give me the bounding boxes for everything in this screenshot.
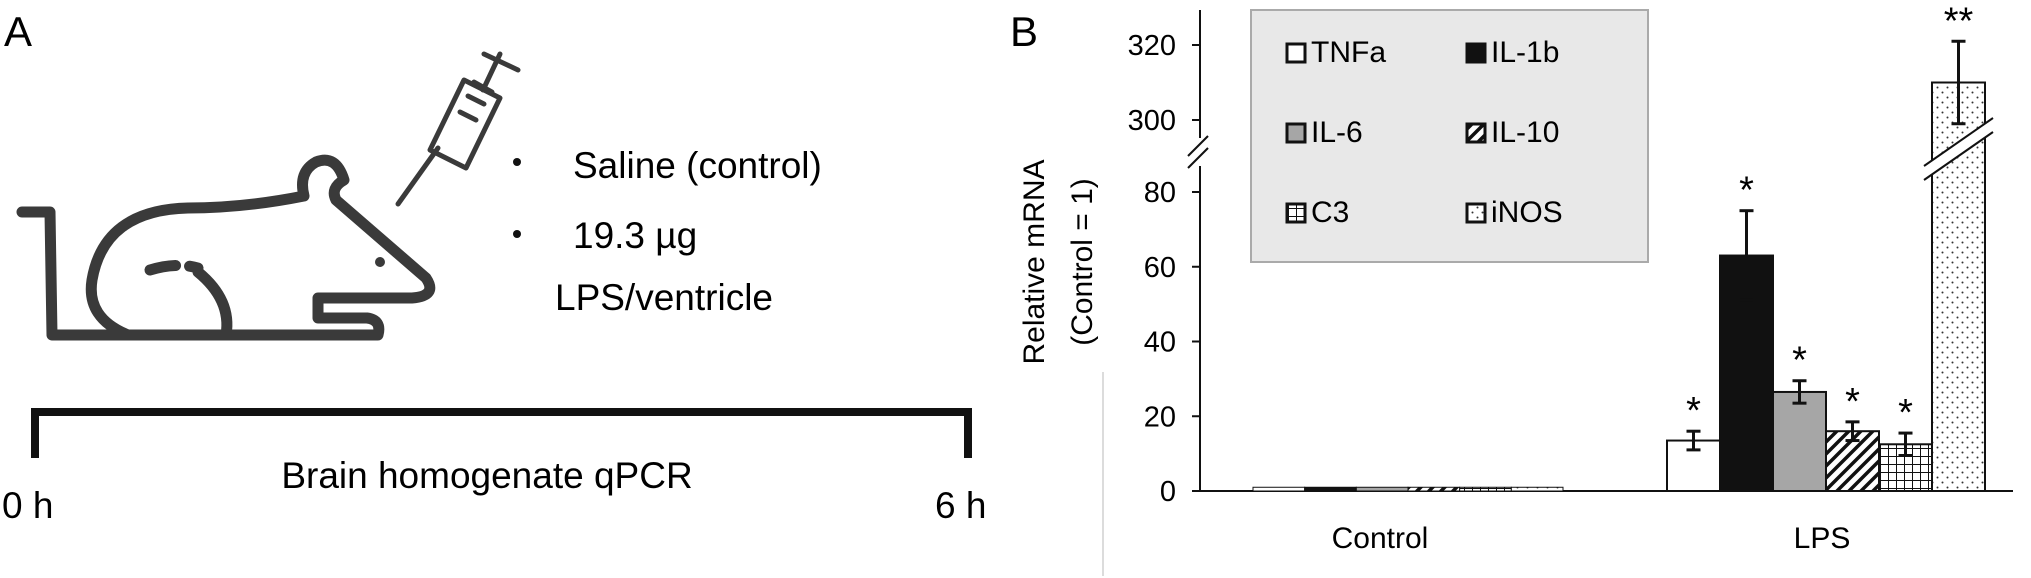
bar-il-10-control [1407,486,1461,492]
legend-label-il-6: IL-6 [1311,116,1363,149]
category-label: LPS [1794,522,1851,555]
bar-tnfa-lps [1666,439,1721,493]
legend-swatch-inos [1465,202,1487,224]
mouse-eye [375,257,385,267]
bullet-lps-ventricle: LPS/ventricle [555,277,773,318]
y-axis-title-line2: (Control = 1) [1066,178,1099,346]
timeline-label: Brain homogenate qPCR [281,455,692,496]
legend-label-il-10: IL-10 [1491,116,1559,149]
significance-marker: * [1898,392,1913,434]
bar-inos-control [1510,486,1564,492]
y-tick-label: 300 [1128,105,1176,137]
legend-swatch-tnfa [1285,42,1307,64]
bullet-dot [513,158,521,166]
timeline-start: 0 h [2,485,53,526]
y-ticks: 0 20 40 60 80 300 320 [1128,30,1200,508]
bar-break-gap [1924,118,1993,180]
y-tick-label: 20 [1144,401,1176,433]
bar-c3-control [1459,486,1512,492]
mouse-icon [16,154,436,341]
legend-label-il-1b: IL-1b [1491,36,1559,69]
bar-tnfa-control [1252,486,1306,492]
legend-swatch-il-1b [1465,42,1487,64]
bullet-saline: Saline (control) [573,145,822,186]
timeline [31,408,972,458]
y-tick-label: 0 [1160,476,1176,508]
legend-swatch-c3 [1285,202,1307,224]
panel-b: B Relative mRNA (Control = 1) 0 20 40 60 80 3… [1010,0,2013,576]
significance-marker: ** [1944,0,1974,42]
legend-swatch-il-10 [1465,122,1487,144]
bar-il-6-control [1355,486,1409,492]
bar-il-6-lps [1772,390,1827,492]
significance-marker: * [1792,340,1807,382]
legend-label-inos: iNOS [1491,196,1563,229]
legend-label-c3: C3 [1311,196,1349,229]
timeline-end: 6 h [935,485,986,526]
bar-break-mark [1923,131,1994,181]
category-label: Control [1332,522,1429,555]
legend-label-tnfa: TNFa [1311,36,1386,69]
legend-box [1250,9,1649,263]
bar-break-mark [1923,117,1994,167]
significance-marker: * [1686,390,1701,432]
panel-a: A Saline (control) 19.3 µg LPS/ventricle [2,8,986,526]
y-tick-label: 40 [1144,327,1176,359]
legend-swatch-il-6 [1285,122,1307,144]
syringe-icon [395,51,521,207]
bar-il-1b-control [1304,486,1357,492]
bullet-dose: 19.3 µg [573,215,697,256]
bar-series: ******* [1252,0,1994,493]
panel-b-label: B [1010,8,1038,55]
bullet-dot [513,230,521,238]
y-tick-label: 60 [1144,252,1176,284]
y-tick-label: 320 [1128,30,1176,62]
category-labels: Control LPS [1332,522,1851,555]
y-axis-title-line1: Relative mRNA [1018,159,1051,364]
y-tick-label: 80 [1144,177,1176,209]
significance-marker: * [1739,170,1754,212]
significance-marker: * [1845,381,1860,423]
panel-a-label: A [4,8,32,55]
axis-break-marks [1187,135,1209,169]
